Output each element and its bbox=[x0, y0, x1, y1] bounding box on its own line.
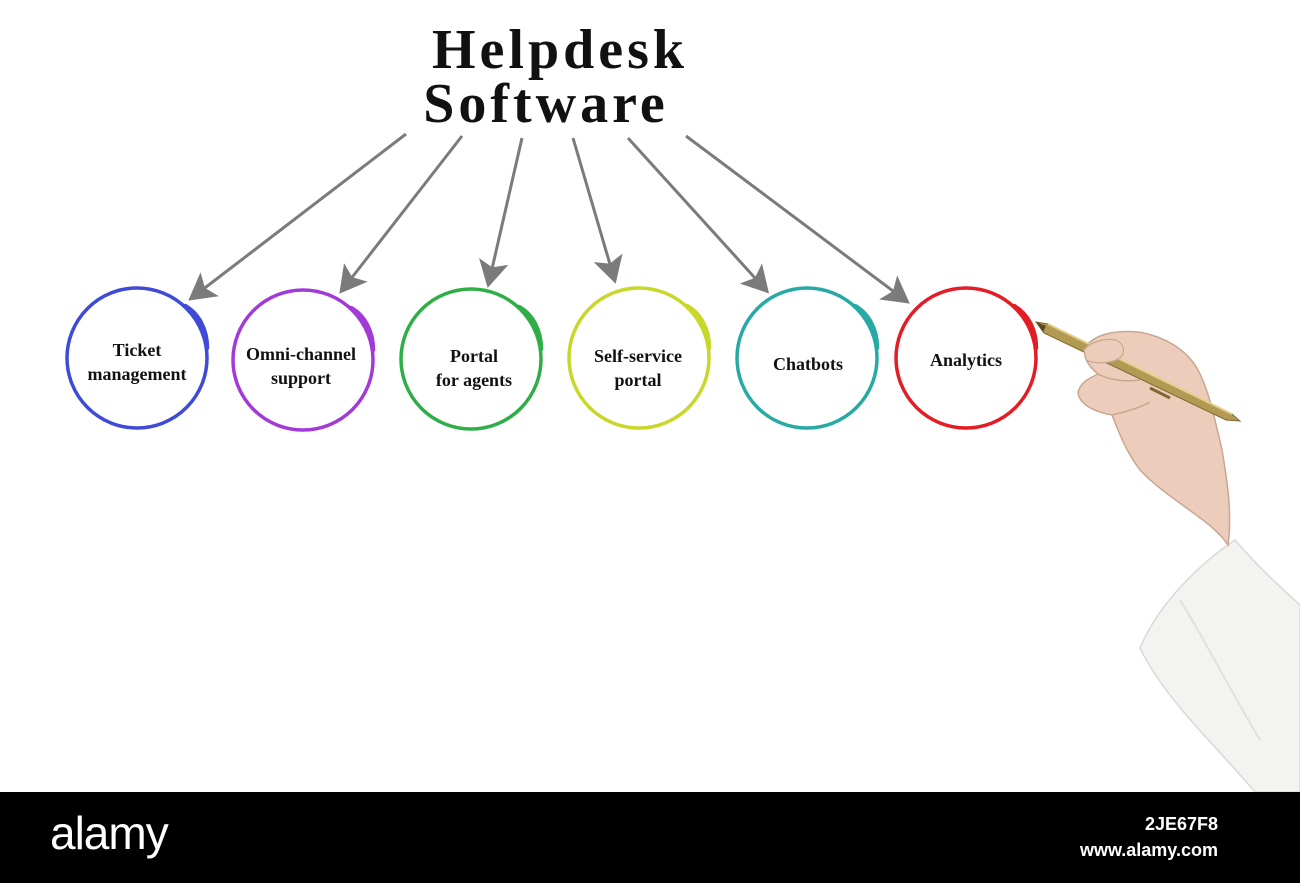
node-circle-analytics bbox=[894, 286, 1038, 430]
watermark-image-id: 2JE67F8 bbox=[1144, 814, 1218, 834]
hand-with-pen-illustration bbox=[1034, 321, 1300, 792]
node-circle-overlap-omni-channel-support bbox=[348, 305, 376, 353]
node-label-line1: Ticket bbox=[112, 340, 162, 360]
node-label-line2: management bbox=[87, 364, 187, 384]
node-label-line1: Self-service bbox=[594, 346, 682, 366]
node-label-line2: support bbox=[270, 368, 332, 388]
sleeve-shape bbox=[1139, 539, 1300, 792]
node-circle-self-service-portal bbox=[567, 286, 711, 430]
arrow-to-self-service-portal bbox=[571, 137, 623, 284]
node-circle-portal-for-agents bbox=[399, 287, 543, 431]
watermark-site: www.alamy.com bbox=[1079, 840, 1218, 860]
watermark-brand-logo: alamy bbox=[50, 807, 169, 859]
arrow-to-chatbots bbox=[626, 136, 770, 294]
arrow-to-ticket-management bbox=[188, 132, 407, 301]
node-label-line1: Portal bbox=[450, 346, 498, 366]
node-label-chatbots: Chatbots bbox=[733, 352, 883, 376]
diagram-title-line1: Helpdesk bbox=[431, 19, 689, 81]
node-circle-ticket-management bbox=[65, 286, 209, 430]
node-label-omni-channel-support: Omni-channel support bbox=[226, 342, 376, 390]
node-label-line2: portal bbox=[614, 370, 662, 390]
node-label-line1: Chatbots bbox=[772, 354, 843, 374]
node-circle-overlap-analytics bbox=[1011, 303, 1039, 351]
arrow-to-analytics bbox=[685, 134, 910, 304]
node-label-line2: for agents bbox=[435, 370, 513, 390]
hand-shape bbox=[1077, 330, 1231, 548]
node-circle-overlap-chatbots bbox=[852, 303, 880, 351]
node-label-ticket-management: Ticket management bbox=[62, 338, 212, 386]
node-label-portal-for-agents: Portal for agents bbox=[399, 344, 549, 392]
arrow-to-omni-channel-support bbox=[339, 135, 464, 294]
node-circle-overlap-portal-for-agents bbox=[516, 304, 544, 352]
diagram-canvas: Helpdesk Software Ticket management Omni… bbox=[62, 19, 1300, 792]
node-label-analytics: Analytics bbox=[891, 348, 1041, 372]
diagram-title-line2: Software bbox=[423, 73, 669, 135]
node-circle-omni-channel-support bbox=[231, 288, 375, 432]
finger-crease bbox=[1097, 373, 1141, 382]
circles-group bbox=[65, 286, 1039, 432]
fingertip-shape bbox=[1083, 338, 1125, 364]
node-label-line1: Omni-channel bbox=[245, 344, 356, 364]
sleeve-fold bbox=[1179, 599, 1261, 741]
arrows-group bbox=[188, 132, 910, 304]
node-label-self-service-portal: Self-service portal bbox=[563, 344, 713, 392]
watermark-bar: alamy 2JE67F8 www.alamy.com bbox=[0, 792, 1300, 883]
node-circle-chatbots bbox=[735, 286, 879, 430]
arrow-to-portal-for-agents bbox=[479, 137, 524, 288]
node-circle-overlap-self-service-portal bbox=[684, 303, 712, 351]
thumb-crease bbox=[1111, 401, 1151, 416]
diagram-graphics bbox=[65, 132, 1039, 432]
node-label-line1: Analytics bbox=[930, 350, 1002, 370]
node-circle-overlap-ticket-management bbox=[182, 303, 210, 351]
